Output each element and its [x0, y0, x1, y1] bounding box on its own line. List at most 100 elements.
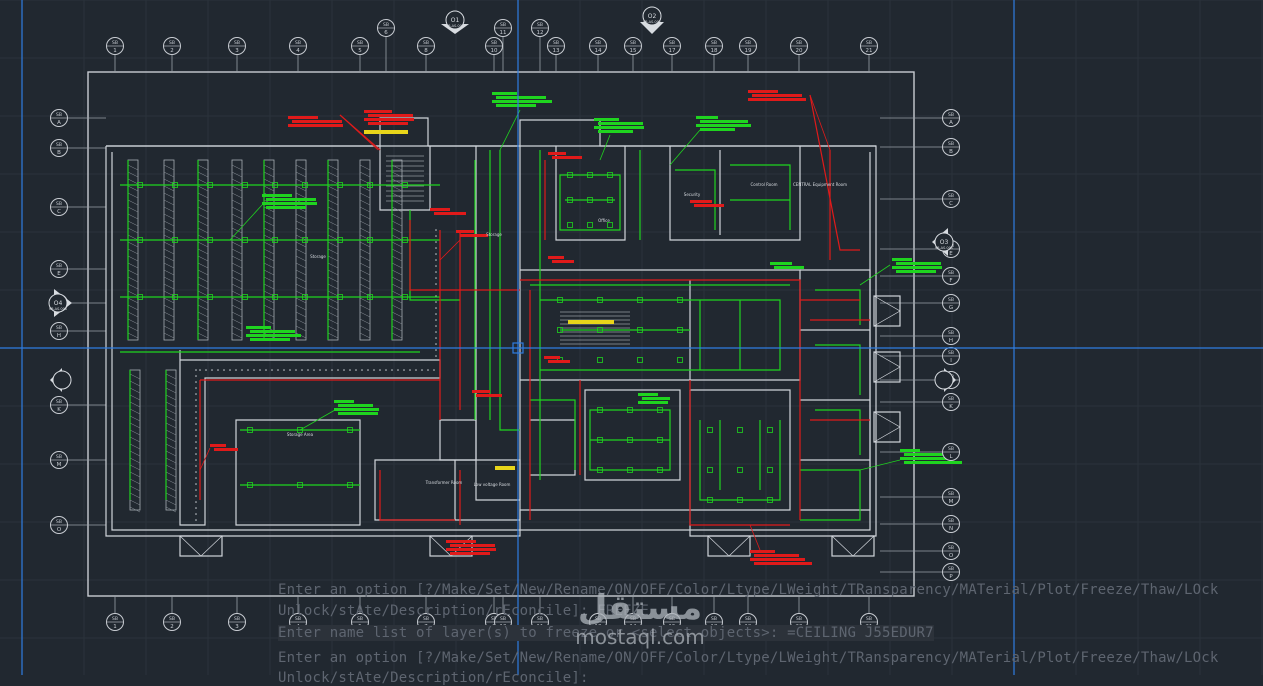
tag-line: [896, 262, 941, 265]
bubble-label: F: [949, 278, 952, 284]
rack-hatch: [359, 255, 371, 262]
room-label: Control Room: [750, 182, 777, 187]
rack-hatch: [165, 394, 177, 401]
rack-hatch: [391, 297, 403, 304]
rack-hatch: [359, 241, 371, 248]
light-fixture: [707, 497, 713, 503]
section-label: O4: [54, 300, 63, 307]
bubble-prefix: SB: [169, 616, 175, 622]
wall-segment: [379, 146, 431, 211]
bubble-prefix: SB: [423, 40, 429, 46]
aisle-dot: [195, 411, 197, 413]
aisle-dot: [259, 369, 261, 371]
storage-rack: [295, 159, 307, 341]
aisle-dot: [195, 477, 197, 479]
bubble-prefix: SB: [630, 616, 636, 622]
rack-hatch: [359, 206, 371, 213]
rack-hatch: [359, 325, 371, 332]
bubble-prefix: SB: [948, 270, 954, 276]
grid-bubble-top: SB6: [377, 19, 395, 37]
wall-segment: [428, 119, 876, 147]
rack-hatch: [359, 220, 371, 227]
bubble-label: 1: [113, 48, 117, 54]
rack-hatch: [127, 213, 139, 220]
rack-hatch: [163, 213, 175, 220]
green-circuit-run: [559, 174, 621, 231]
aisle-dot: [195, 435, 197, 437]
grid-bubble-right: SBC: [942, 190, 960, 208]
watermark-arabic: مستقل: [577, 588, 703, 628]
rack-hatch: [197, 171, 209, 178]
rack-hatch: [129, 380, 141, 387]
bubble-prefix: SB: [500, 22, 506, 28]
section-bubble: [48, 293, 68, 313]
light-fixture: [242, 294, 248, 300]
rack-hatch: [165, 492, 177, 499]
rack-hatch: [165, 436, 177, 443]
rack-hatch: [263, 241, 275, 248]
rack-hatch: [391, 290, 403, 297]
tag-line: [594, 126, 644, 129]
aisle-dot: [435, 259, 437, 261]
light-fixture: [567, 197, 573, 203]
tag-line: [210, 444, 226, 447]
rack-hatch: [165, 401, 177, 408]
aisle-dot: [313, 369, 315, 371]
rack-hatch: [391, 164, 403, 171]
rack-hatch: [231, 332, 243, 339]
tag-leader: [339, 114, 379, 151]
rack-hatch: [263, 318, 275, 325]
rack-hatch: [359, 178, 371, 185]
light-fixture: [737, 497, 743, 503]
rack-hatch: [295, 276, 307, 283]
rack-hatch: [197, 241, 209, 248]
bubble-prefix: SB: [423, 616, 429, 622]
tag-line: [250, 330, 295, 333]
tag-line: [892, 258, 912, 261]
command-line-3: Enter name list of layer(s) to freeze or…: [278, 625, 934, 641]
bubble-label: 2: [170, 48, 174, 54]
rack-hatch: [327, 213, 339, 220]
bubble-prefix: SB: [595, 616, 601, 622]
rack-hatch: [197, 262, 209, 269]
green-circuit-run: [675, 169, 716, 230]
aisle-dot: [195, 465, 197, 467]
rack-hatch: [295, 227, 307, 234]
aisle-dot: [435, 301, 437, 303]
wall-segment: [669, 146, 801, 241]
rack-hatch: [359, 164, 371, 171]
section-sheet: SB.AS.001: [935, 246, 953, 250]
red-circuit-tag: [548, 152, 582, 159]
light-fixture: [302, 294, 308, 300]
door-swing: [873, 411, 901, 443]
room-label: Transformer Room: [425, 480, 463, 485]
tag-line: [292, 120, 342, 123]
tag-line: [690, 200, 712, 203]
room-label: Office: [598, 218, 610, 223]
rack-hatch: [165, 429, 177, 436]
tag-line: [638, 401, 668, 404]
red-circuit-tag: [548, 256, 574, 263]
section-markers: O1SB.AS.001O2SB.AS.001O3SB.AS.001O4SB.AS…: [48, 6, 956, 392]
tag-line: [334, 400, 354, 403]
bubble-prefix: SB: [357, 40, 363, 46]
bubble-label: 6: [384, 30, 388, 36]
tag-line: [748, 98, 806, 101]
rack-hatch: [231, 269, 243, 276]
green-circuit-run: [540, 299, 781, 371]
mostaql-watermark: مستقل mostaql.com: [540, 590, 740, 648]
light-fixture: [207, 294, 213, 300]
rack-hatch: [231, 164, 243, 171]
rack-hatch: [263, 220, 275, 227]
light-fixture: [637, 297, 643, 303]
section-bubble: [642, 6, 662, 26]
aisle-dot: [435, 253, 437, 255]
aisle-dot: [241, 369, 243, 371]
rack-hatch: [391, 283, 403, 290]
tag-line: [266, 198, 316, 201]
tag-line: [774, 266, 804, 269]
